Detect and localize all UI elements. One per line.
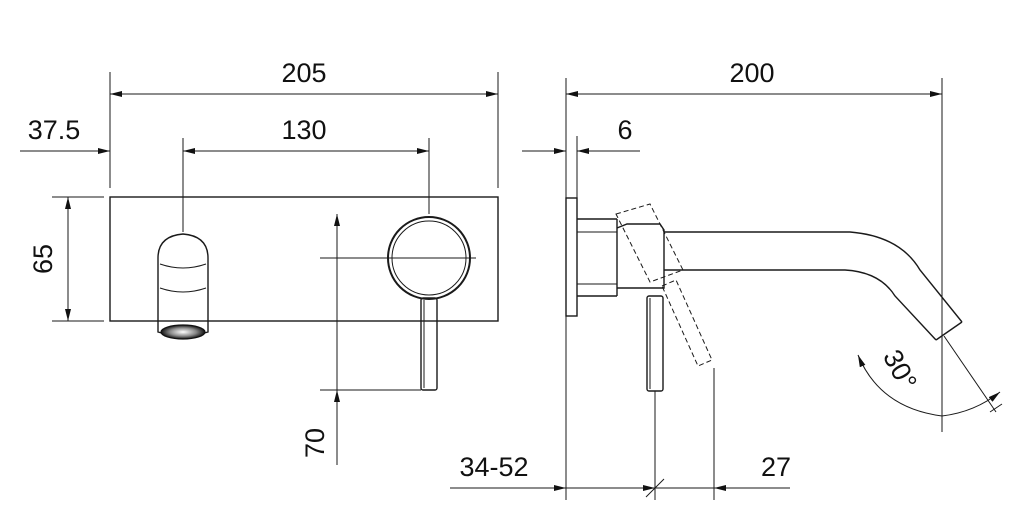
front-spout bbox=[157, 233, 209, 340]
dim-overall-width: 205 bbox=[281, 58, 326, 88]
side-spout bbox=[664, 231, 963, 341]
side-plate bbox=[565, 197, 578, 317]
dim-lever-height: 70 bbox=[300, 428, 330, 458]
side-lever-rotated bbox=[615, 203, 713, 367]
side-lever bbox=[646, 295, 664, 392]
dim-overall-projection: 200 bbox=[729, 58, 774, 88]
dim-lever-offset: 27 bbox=[761, 452, 791, 482]
dim-axis-spacing: 130 bbox=[281, 115, 326, 145]
dim-offset-left: 37.5 bbox=[28, 115, 81, 145]
dim-wall-range: 34-52 bbox=[459, 452, 528, 482]
front-lever bbox=[420, 297, 438, 391]
dim-plate-height: 65 bbox=[28, 244, 58, 274]
aerator-icon bbox=[160, 324, 206, 340]
front-view: 205 130 37.5 65 70 bbox=[20, 58, 499, 465]
front-plate bbox=[109, 196, 499, 322]
dim-spout-angle: 30° bbox=[877, 345, 923, 395]
front-knob bbox=[382, 216, 476, 300]
dim-plate-thickness: 6 bbox=[617, 115, 632, 145]
side-view: 200 6 34-52 27 30° bbox=[450, 58, 1003, 500]
side-body bbox=[577, 218, 665, 297]
